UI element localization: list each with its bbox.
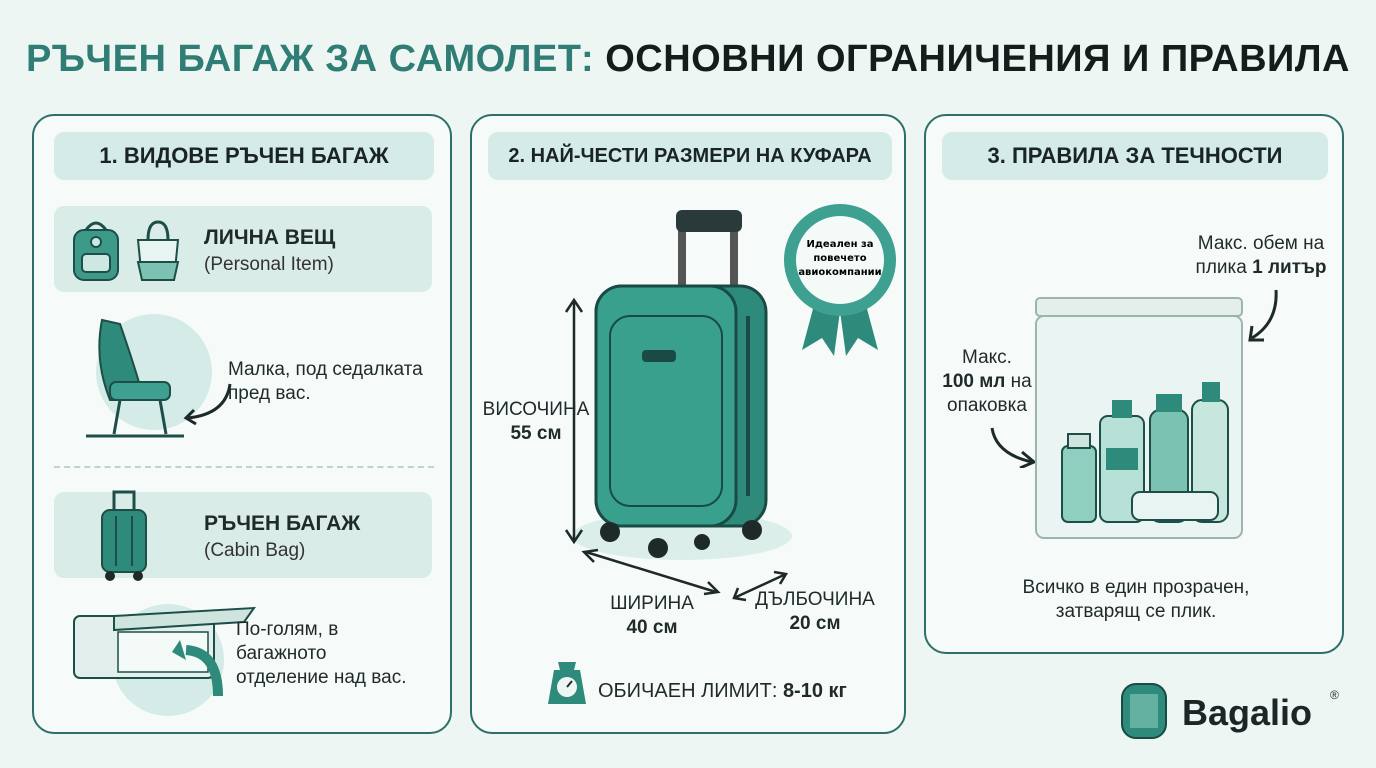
brand-name: Bagalio (1182, 692, 1313, 733)
page-title: РЪЧЕН БАГАЖ ЗА САМОЛЕТ: ОСНОВНИ ОГРАНИЧЕ… (0, 38, 1376, 81)
depth-arrow-icon (732, 570, 789, 602)
suitcase-illustration (572, 210, 792, 560)
cabin-suitcase-icon (101, 490, 147, 581)
personal-item-sub: (Personal Item) (204, 254, 334, 275)
divider (54, 466, 434, 468)
max-pack-value: 100 мл (942, 371, 1006, 392)
max-volume-note: Макс. обем на плика 1 литър (1176, 232, 1346, 280)
cabin-bag-desc-line2: багажното (236, 643, 327, 664)
title-part1: РЪЧЕН БАГАЖ ЗА САМОЛЕТ: (26, 38, 595, 80)
max-volume-line2: плика (1195, 257, 1247, 278)
width-label: ШИРИНА (610, 593, 694, 614)
seat-icon (86, 314, 212, 438)
max-pack-line2: на (1010, 371, 1032, 392)
cabin-bag-desc-line3: отделение над вас. (236, 667, 407, 688)
cabin-bag-sub: (Cabin Bag) (204, 540, 306, 561)
liquids-footer: Всичко в един прозрачен, затварящ се пли… (966, 576, 1306, 624)
liquids-footer-line2: затварящ се плик. (1055, 601, 1217, 622)
width-arrow-icon (581, 548, 721, 596)
overhead-bin-icon (73, 604, 257, 716)
personal-item-desc-line1: Малка, под седалката (228, 359, 423, 380)
height-arrow-icon (564, 297, 584, 545)
badge-line1: Идеален за (806, 239, 873, 250)
pack-arrow-icon (990, 427, 1037, 468)
personal-item-name: ЛИЧНА ВЕЩ (204, 226, 336, 249)
scale-icon (548, 662, 586, 704)
bagalio-logo-icon (1121, 683, 1167, 739)
height-value: 55 см (510, 423, 562, 444)
max-volume-line1: Макс. обем на (1197, 233, 1325, 254)
badge-line2: повечето (813, 253, 866, 264)
depth-value: 20 см (789, 613, 841, 634)
max-volume-value: 1 литър (1252, 257, 1327, 278)
rosette-badge: Идеален за повечето авиокомпании (784, 204, 896, 356)
arrow-icon (183, 383, 232, 426)
depth-measure: ДЪЛБОЧИНА 20 см (740, 588, 890, 636)
volume-arrow-icon (1248, 289, 1278, 342)
weight-limit-value: 8-10 кг (782, 680, 847, 702)
panel-liquids-title: 3. ПРАВИЛА ЗА ТЕЧНОСТИ (942, 132, 1328, 180)
panel-types: 1. ВИДОВЕ РЪЧЕН БАГАЖ ЛИЧНА ВЕЩ (Persona… (32, 114, 452, 734)
tote-bag-icon (136, 220, 180, 281)
height-label: ВИСОЧИНА (482, 399, 590, 420)
depth-label: ДЪЛБОЧИНА (755, 589, 875, 610)
backpack-icon (73, 221, 119, 281)
height-measure: ВИСОЧИНА 55 см (476, 398, 596, 446)
personal-item-desc-line2: пред вас. (228, 383, 311, 404)
registered-mark: ® (1330, 688, 1339, 702)
max-pack-line1: Макс. (962, 347, 1012, 368)
personal-item-card: ЛИЧНА ВЕЩ (Personal Item) (54, 206, 432, 292)
personal-item-desc: Малка, под седалката пред вас. (228, 358, 423, 406)
panel-types-title: 1. ВИДОВЕ РЪЧЕН БАГАЖ (54, 132, 434, 180)
panel-dimensions-title: 2. НАЙ-ЧЕСТИ РАЗМЕРИ НА КУФАРА (488, 132, 892, 180)
max-pack-note: Макс. 100 мл на опаковка (932, 346, 1042, 418)
title-part2: ОСНОВНИ ОГРАНИЧЕНИЯ И ПРАВИЛА (605, 38, 1350, 80)
panel-liquids: 3. ПРАВИЛА ЗА ТЕЧНОСТИ Макс. обем на пли… (924, 114, 1344, 654)
weight-limit-label: ОБИЧАЕН ЛИМИТ: (598, 680, 778, 702)
max-pack-line3: опаковка (947, 395, 1027, 416)
cabin-bag-desc: По-голям, в багажното отделение над вас. (236, 618, 407, 690)
weight-limit: ОБИЧАЕН ЛИМИТ: 8-10 кг (598, 680, 847, 703)
liquids-bag-illustration (1035, 297, 1243, 539)
panel-dimensions: 2. НАЙ-ЧЕСТИ РАЗМЕРИ НА КУФАРА ВИСОЧИНА … (470, 114, 906, 734)
cabin-bag-name: РЪЧЕН БАГАЖ (204, 512, 361, 535)
cabin-bag-desc-line1: По-голям, в (236, 619, 339, 640)
cabin-bag-card: РЪЧЕН БАГАЖ (Cabin Bag) (54, 490, 432, 581)
liquids-footer-line1: Всичко в един прозрачен, (1022, 577, 1250, 598)
width-measure: ШИРИНА 40 см (582, 592, 722, 640)
width-value: 40 см (626, 617, 678, 638)
brand-logo: Bagalio ® (1116, 680, 1346, 744)
badge-line3: авиокомпании (798, 267, 881, 278)
